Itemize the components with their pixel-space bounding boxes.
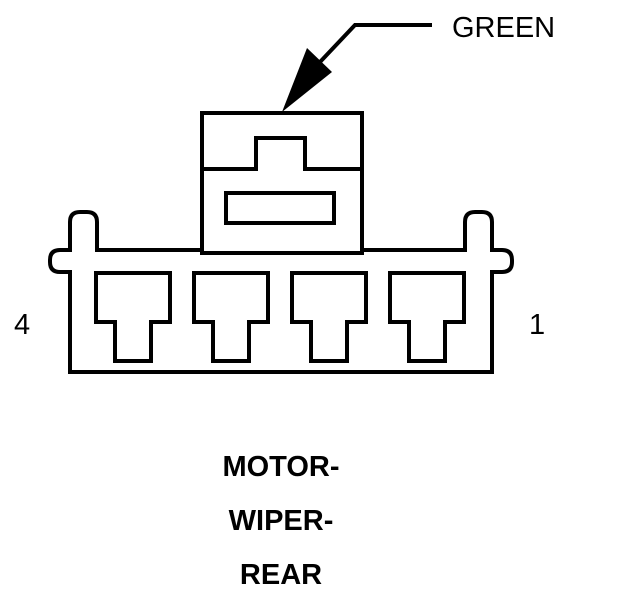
connector-housing	[48, 210, 514, 374]
pin-number-left: 4	[14, 309, 31, 341]
terminal-cavity	[290, 271, 368, 363]
terminal-cavities	[94, 271, 466, 363]
leader-line	[318, 23, 432, 64]
connector-title-line-3: REAR	[239, 559, 323, 591]
connector-title-line-2: WIPER-	[228, 505, 334, 537]
lock-tower	[200, 111, 364, 255]
terminal-cavity	[192, 271, 270, 363]
lock-window	[224, 191, 336, 225]
terminal-cavity	[388, 271, 466, 363]
lock-tower-step	[202, 136, 362, 171]
pin-number-right: 1	[529, 309, 546, 341]
connector-title-line-1: MOTOR-	[222, 451, 340, 483]
terminal-cavity	[94, 271, 172, 363]
leader-arrow	[282, 48, 332, 112]
wire-color-label: GREEN	[452, 12, 556, 44]
